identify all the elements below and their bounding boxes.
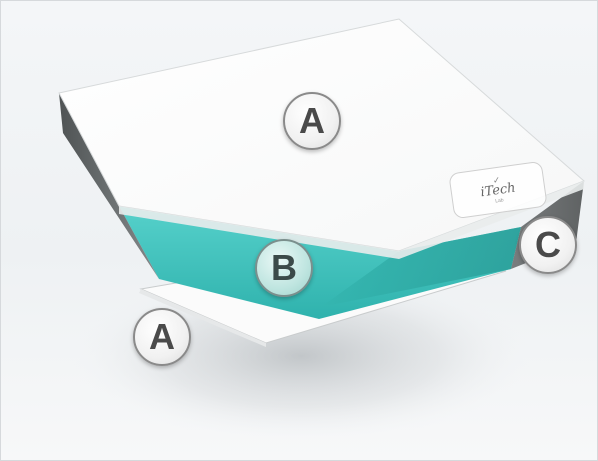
bottom-foam-edge bbox=[139, 289, 266, 347]
callout-side-layer: C bbox=[519, 216, 577, 274]
teal-core-right bbox=[321, 227, 521, 307]
callout-bottom-layer: A bbox=[133, 308, 191, 366]
callout-middle-layer: B bbox=[255, 239, 313, 297]
logo-subtext: Lab bbox=[494, 197, 505, 205]
teal-core-front bbox=[119, 206, 521, 319]
callout-top-layer: A bbox=[283, 92, 341, 150]
ground-shadow bbox=[71, 271, 531, 441]
top-foam-edge bbox=[119, 181, 584, 259]
